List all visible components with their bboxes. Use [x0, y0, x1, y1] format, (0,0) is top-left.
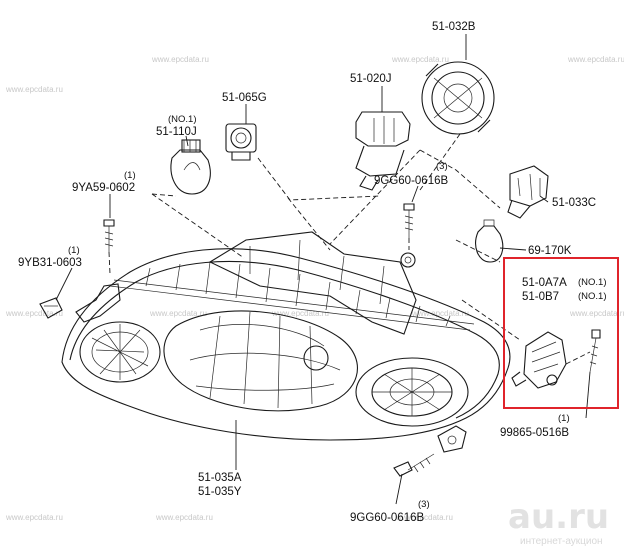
qty-99865: (1)	[558, 413, 570, 424]
label-51-032b: 51-032B	[432, 21, 476, 33]
label-51-0b7: 51-0B7	[522, 291, 559, 303]
watermark: www.epcdata.ru	[271, 309, 329, 318]
label-69-170k: 69-170K	[528, 245, 572, 257]
bolt-9gg60-0616b-bottom	[393, 453, 435, 477]
label-9yb31-0603: 9YB31-0603	[18, 257, 82, 269]
socket-51-065g	[225, 123, 257, 161]
left-reflector	[79, 321, 161, 383]
part-labels: 51-032B 51-020J 51-065G (NO.1) 51-110J (…	[18, 21, 607, 524]
label-99865-0516b: 99865-0516B	[500, 427, 569, 439]
socket-51-033c	[507, 165, 549, 219]
label-51-020j: 51-020J	[350, 73, 392, 85]
bulb-51-110j	[170, 139, 211, 195]
watermark: www.epcdata.ru	[5, 513, 63, 522]
label-51-065g: 51-065G	[222, 92, 267, 104]
label-no1-c: (NO.1)	[578, 291, 607, 302]
qty-9ya59: (1)	[124, 170, 136, 181]
bulb-69-170k	[475, 219, 504, 263]
watermark: www.epcdata.ru	[411, 309, 469, 318]
clip-9yb31-0603	[39, 297, 63, 319]
watermark: www.epcdata.ru	[395, 513, 453, 522]
label-51-035a: 51-035A	[198, 472, 242, 484]
qty-9gg60-top: (3)	[436, 161, 448, 172]
watermark: www.epcdata.ru	[391, 55, 449, 64]
highlight-box	[503, 257, 619, 409]
watermark: www.epcdata.ru	[155, 513, 213, 522]
watermark: www.epcdata.ru	[5, 85, 63, 94]
watermark: www.epcdata.ru	[5, 309, 63, 318]
watermark: www.epcdata.ru	[567, 55, 624, 64]
screw-9ya59-0602	[103, 219, 115, 252]
right-reflector	[355, 357, 469, 427]
bolt-99865-0516b	[589, 329, 601, 373]
center-reflector	[163, 310, 358, 412]
watermark-layer: www.epcdata.ru www.epcdata.ru www.epcdat…	[5, 55, 624, 522]
label-51-110j: 51-110J	[156, 126, 197, 138]
bulb-51-020j	[355, 111, 411, 191]
label-9gg60-0616b-bottom: 9GG60-0616B	[350, 512, 424, 524]
label-9gg60-0616b-top: 9GG60-0616B	[374, 175, 448, 187]
label-no1-b: (NO.1)	[578, 277, 607, 288]
qty-9yb31: (1)	[68, 245, 80, 256]
watermark: www.epcdata.ru	[569, 309, 624, 318]
watermark: www.epcdata.ru	[149, 309, 207, 318]
qty-9gg60-bottom: (3)	[418, 499, 430, 510]
brand-logo-text: au.ru	[508, 497, 609, 537]
bolt-9gg60-0616b-top	[403, 203, 415, 238]
watermark: www.epcdata.ru	[151, 55, 209, 64]
label-51-0a7a: 51-0A7A	[522, 277, 567, 289]
label-no1-a: (NO.1)	[168, 114, 197, 125]
cap-51-032b	[421, 61, 495, 135]
label-9ya59-0602: 9YA59-0602	[72, 182, 135, 194]
leveling-actuator-51-0a7a	[511, 331, 567, 389]
leader-lines	[55, 34, 591, 505]
brand-subtitle: интернет-аукцион	[520, 536, 603, 547]
label-51-033c: 51-033C	[552, 197, 596, 209]
assembly-lines	[108, 133, 591, 365]
headlamp-housing	[61, 231, 511, 453]
brand-logo: au.ru интернет-аукцион	[508, 497, 609, 547]
label-51-035y: 51-035Y	[198, 486, 242, 498]
